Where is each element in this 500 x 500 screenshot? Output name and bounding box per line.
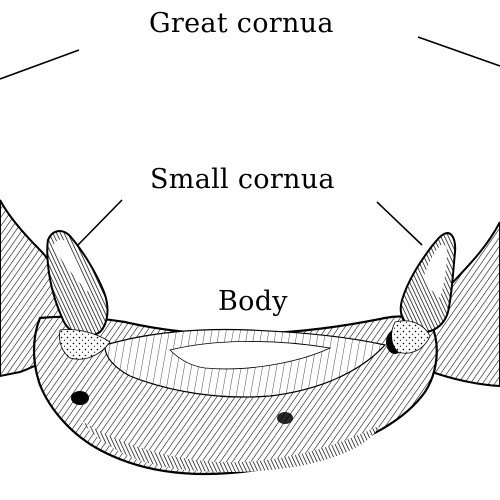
left-pit-shadow xyxy=(71,391,89,405)
great-cornua-label: Great cornua xyxy=(149,8,334,39)
body-lower-shadow xyxy=(80,420,380,472)
right-small-cornu-highlight xyxy=(424,244,448,298)
great-cornua-leader-left xyxy=(0,49,80,80)
body-label: Body xyxy=(218,286,288,317)
right-joint-texture xyxy=(391,320,431,354)
left-joint-texture xyxy=(59,329,111,360)
great-cornua-leader-right xyxy=(417,36,500,67)
small-cornua-leader-left xyxy=(75,199,123,248)
small-cornua-label: Small cornua xyxy=(150,164,335,195)
left-small-cornu-highlight xyxy=(54,239,88,292)
small-cornua-leader-right xyxy=(376,201,423,246)
body-ridge-highlight xyxy=(169,341,332,370)
body-center-pit xyxy=(277,412,293,424)
